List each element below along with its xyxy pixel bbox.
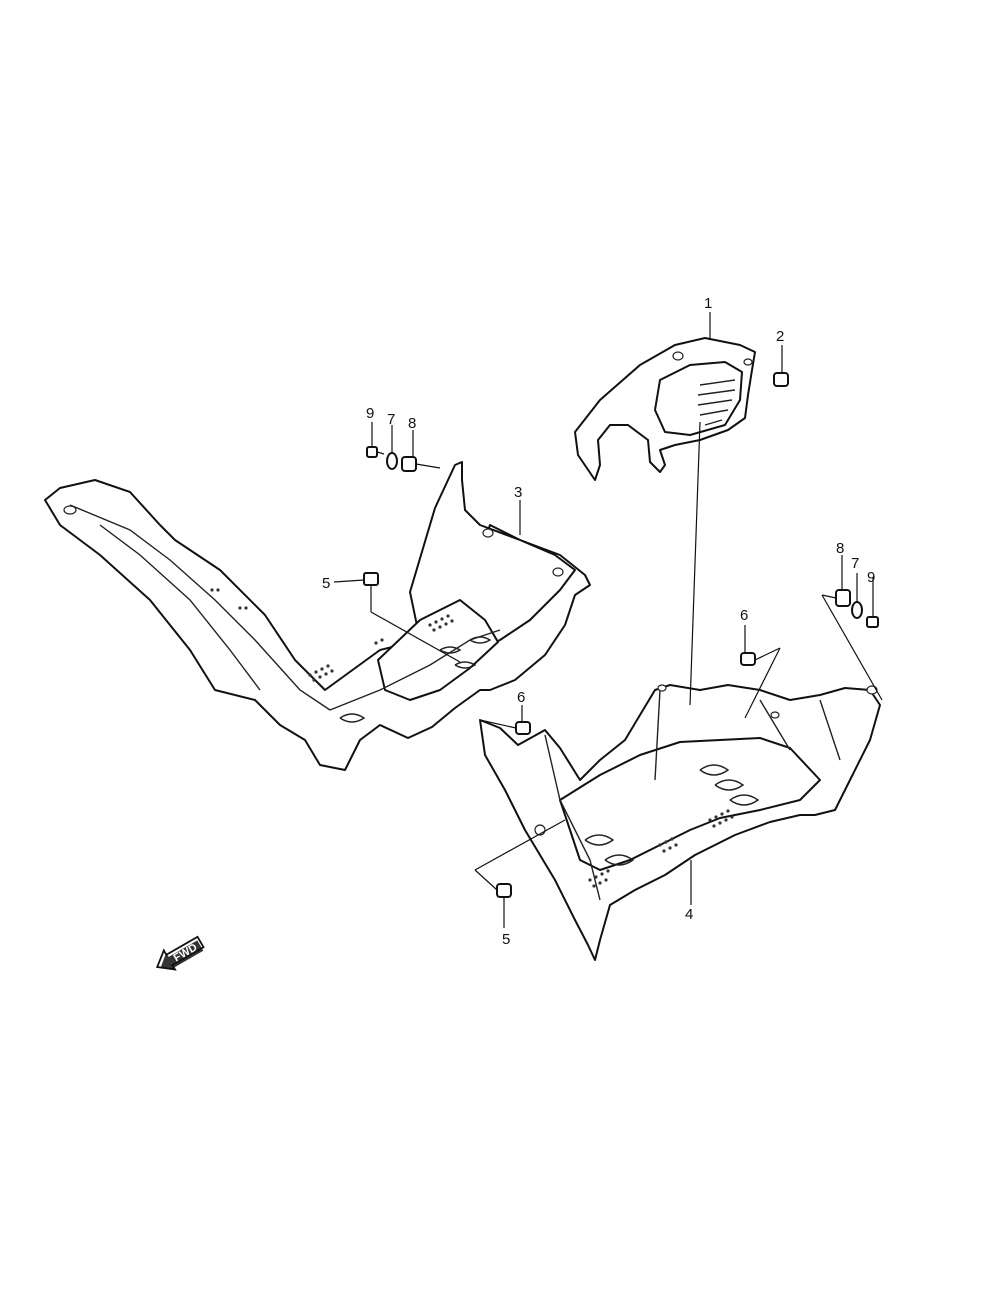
left-panel-contour-2 (99, 524, 261, 691)
right-washer-7 (851, 601, 863, 619)
callout-8-right: 8 (836, 540, 844, 557)
bolt-5-right (496, 883, 512, 910)
right-panel-contour (544, 689, 841, 901)
left-grommet-8 (401, 456, 417, 472)
callout-labels: 1 2 3 4 5 5 6 6 7 7 8 8 9 9 (322, 295, 875, 948)
upper-cover-hole (672, 351, 684, 361)
upper-cover-assembly (574, 337, 756, 481)
callout-1: 1 (704, 295, 712, 312)
callout-5-left: 5 (322, 575, 330, 592)
leader-lines (333, 312, 883, 928)
callout-2: 2 (776, 328, 784, 345)
right-mount-hole-4 (770, 711, 780, 719)
upper-cover-grille (697, 379, 736, 426)
upper-bolt-2 (773, 372, 789, 387)
callout-6-lower: 6 (517, 689, 525, 706)
left-bolt-9 (366, 446, 385, 458)
left-mount-hole (63, 505, 77, 515)
callout-3: 3 (514, 484, 522, 501)
left-mount-hole-2 (482, 528, 494, 538)
right-step-floor (559, 737, 821, 871)
left-tread-dots (210, 588, 454, 682)
left-washer-7 (386, 452, 398, 470)
callout-4: 4 (685, 906, 693, 923)
left-panel-contour (69, 504, 331, 711)
callout-5-right: 5 (502, 931, 510, 948)
left-mount-hole-3 (552, 567, 564, 577)
left-step-slots (339, 636, 492, 723)
left-mudguard-panel (44, 479, 591, 771)
right-step-slots (584, 764, 760, 866)
bolt-6-upper (740, 652, 756, 666)
right-mount-hole-3 (657, 684, 667, 692)
upper-cover-housing (654, 361, 743, 436)
left-footrest-assembly (44, 461, 591, 771)
callout-7-left: 7 (387, 411, 395, 428)
bolt-6-lower (515, 721, 531, 735)
callout-7-right: 7 (851, 555, 859, 572)
right-mount-hole-2 (866, 685, 878, 695)
callout-6-upper: 6 (740, 607, 748, 624)
callout-9-left: 9 (366, 405, 374, 422)
right-bolt-9 (866, 616, 879, 628)
left-bolt-5 (363, 572, 379, 598)
callout-9-right: 9 (867, 569, 875, 586)
right-grommet-8 (835, 589, 851, 607)
fwd-arrow-icon: FWD (155, 935, 205, 971)
callout-8-left: 8 (408, 415, 416, 432)
right-tread-dots (588, 809, 734, 888)
upper-cover-hole-2 (743, 358, 753, 366)
right-footrest-assembly (479, 684, 881, 961)
